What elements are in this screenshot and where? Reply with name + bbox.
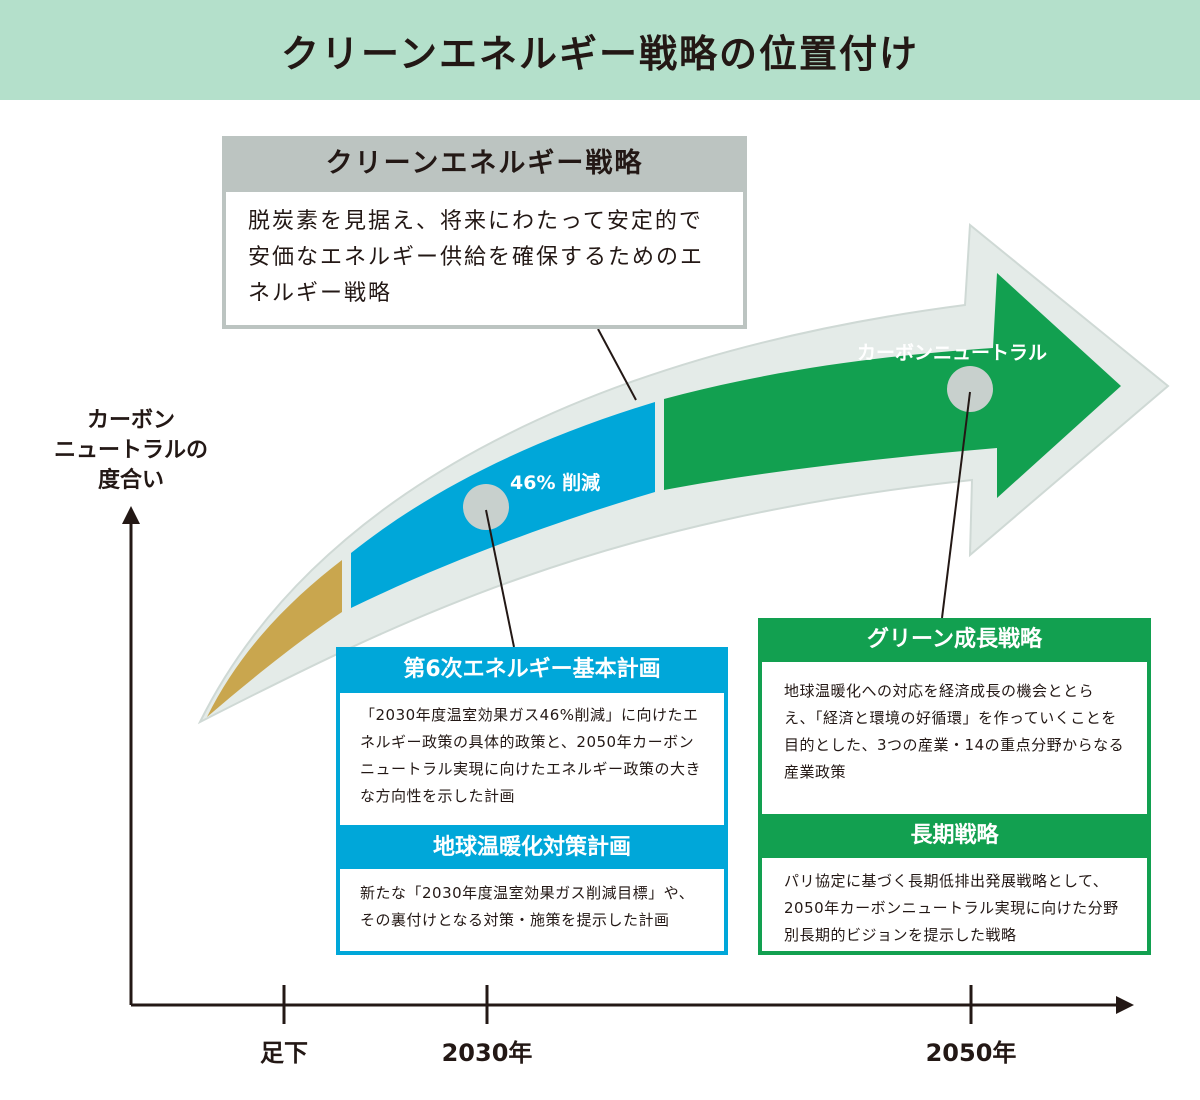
green-heading-growth: グリーン成長戦略	[867, 627, 1042, 652]
x-tick-label-2050: 2050年	[925, 1039, 1017, 1067]
strategy-box: クリーンエネルギー戦略 脱炭素を見据え、将来にわたって安定的で安価なエネルギー供…	[222, 136, 747, 329]
marker-2050	[947, 366, 993, 412]
connector-strategy	[597, 328, 637, 401]
y-axis-label: カーボン ニュートラルの 度合い	[20, 406, 242, 496]
strategy-body: 脱炭素を見据え、将来にわたって安定的で安価なエネルギー供給を確保するためのエネル…	[226, 192, 743, 325]
green-body-growth: 地球温暖化への対応を経済成長の機会ととらえ、「経済と環境の好循環」を作っていくこ…	[762, 662, 1147, 814]
plan-heading-energy-basic: 第6次エネルギー基本計画	[403, 657, 661, 682]
y-axis-label-line1: カーボン	[86, 408, 175, 433]
segment-2050	[664, 273, 1121, 498]
strategy-heading: クリーンエネルギー戦略	[325, 148, 644, 179]
green-body-long-term: パリ協定に基づく長期低排出発展戦略として、2050年カーボンニュートラル実現に向…	[762, 858, 1147, 951]
y-axis-label-line2: ニュートラルの	[53, 438, 208, 463]
x-tick-label-2030: 2030年	[441, 1039, 533, 1067]
x-axis-arrowhead	[1116, 996, 1134, 1014]
title-bar: クリーンエネルギー戦略の位置付け	[0, 0, 1200, 100]
page-title: クリーンエネルギー戦略の位置付け	[280, 31, 920, 76]
plan-box: 第6次エネルギー基本計画 「2030年度温室効果ガス46%削減」に向けたエネルギ…	[336, 647, 728, 955]
connector-2050	[941, 391, 971, 619]
x-tick-label-present: 足下	[260, 1039, 308, 1067]
y-axis-arrowhead	[122, 506, 140, 524]
marker-2030	[463, 484, 509, 530]
green-box: グリーン成長戦略 地球温暖化への対応を経済成長の機会ととらえ、「経済と環境の好循…	[758, 618, 1151, 955]
plan-heading-climate: 地球温暖化対策計画	[432, 835, 631, 860]
label-carbon-neutral: カーボンニュートラル	[857, 342, 1048, 364]
plan-body-energy-basic: 「2030年度温室効果ガス46%削減」に向けたエネルギー政策の具体的政策と、20…	[340, 693, 724, 825]
connector-2030	[485, 509, 515, 648]
green-heading-long-term: 長期戦略	[910, 823, 999, 848]
segment-present	[207, 560, 342, 717]
y-axis-label-line3: 度合い	[97, 468, 164, 493]
label-46-percent: 46% 削減	[510, 472, 601, 494]
plan-body-climate: 新たな「2030年度温室効果ガス削減目標」や、その裏付けとなる対策・施策を提示し…	[340, 869, 724, 951]
